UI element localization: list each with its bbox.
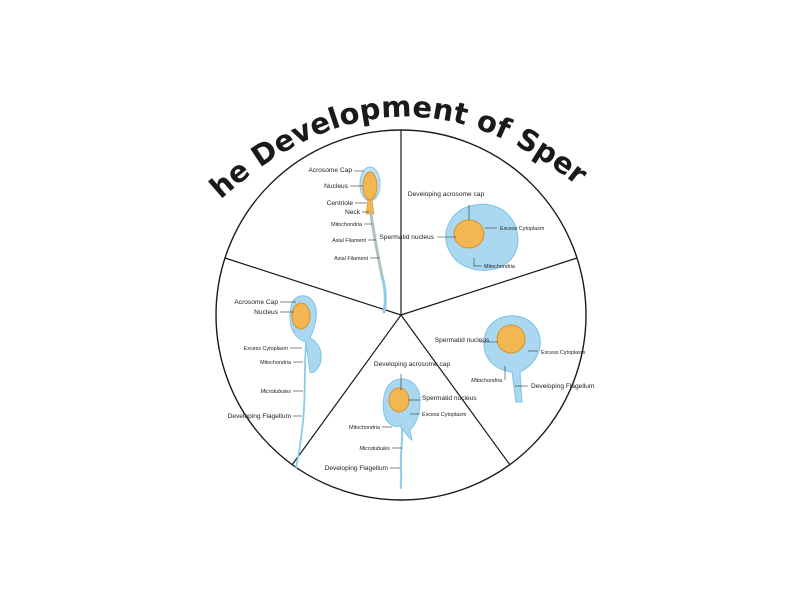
- label-microtubules: Microtubules: [260, 389, 291, 395]
- nucleus-shape: [362, 171, 378, 201]
- flagellum-shape: [399, 427, 404, 489]
- label-mitochondria: Mitochondria: [349, 425, 380, 431]
- label-acrosome-cap: Acrosome Cap: [234, 299, 278, 306]
- label-centriole: Centriole: [327, 200, 354, 207]
- nucleus-shape: [496, 324, 526, 354]
- label-acrosome-cap: Acrosome Cap: [308, 167, 352, 174]
- label-excess-cytoplasm: Excess Cytoplasm: [422, 412, 467, 418]
- stage-mature-sperm: Acrosome Cap Nucleus Centriole Neck Mito…: [308, 166, 387, 314]
- flagellum-shape: [295, 341, 307, 469]
- label-spermatid-nucleus: Spermatid nucleus: [379, 234, 434, 241]
- label-neck: Neck: [345, 209, 361, 216]
- stage-maturing-spermatid: Acrosome Cap Nucleus Excess Cytoplasm Mi…: [228, 295, 322, 469]
- label-excess-cytoplasm: Excess Cytoplasm: [541, 350, 586, 356]
- label-spermatid-nucleus: Spermatid nucleus: [422, 395, 477, 402]
- neck-shape: [365, 199, 375, 215]
- label-mitochondria: Mitochondria: [484, 264, 515, 270]
- label-developing-flagellum: Developing Flagellum: [228, 413, 292, 420]
- label-mitochondria: Mitochondria: [471, 378, 502, 384]
- label-axial-filament: Axial Filament: [332, 238, 366, 244]
- label-excess-cytoplasm: Excess Cytoplasm: [500, 226, 545, 232]
- label-excess-cytoplasm: Excess Cytoplasm: [244, 346, 289, 352]
- nucleus-shape: [388, 387, 410, 413]
- nucleus-shape: [291, 302, 311, 330]
- label-mitochondria: Mitochondria: [260, 360, 291, 366]
- label-axial-filament: Axial Filament: [334, 256, 368, 262]
- stage-round-spermatid: Developing acrosome cap Spermatid nucleu…: [379, 191, 545, 271]
- label-developing-flagellum: Developing Flagellum: [531, 383, 595, 390]
- stage-dividers: [224, 130, 578, 466]
- label-developing-acrosome-cap: Developing acrosome cap: [374, 361, 451, 368]
- stage-elongating-spermatid: Spermatid nucleus Excess Cytoplasm Mitoc…: [435, 315, 595, 403]
- label-developing-flagellum: Developing Flagellum: [325, 465, 389, 472]
- stage-spermatid-with-microtubules: Developing acrosome cap Spermatid nucleu…: [325, 361, 477, 489]
- label-spermatid-nucleus: Spermatid nucleus: [435, 337, 490, 344]
- label-microtubules: Microtubules: [359, 446, 390, 452]
- label-developing-acrosome-cap: Developing acrosome cap: [408, 191, 485, 198]
- label-nucleus: Nucleus: [254, 309, 279, 316]
- axial-filament-line: [370, 213, 383, 277]
- nucleus-shape: [453, 219, 485, 249]
- label-mitochondria: Mitochondria: [331, 222, 362, 228]
- label-nucleus: Nucleus: [324, 183, 349, 190]
